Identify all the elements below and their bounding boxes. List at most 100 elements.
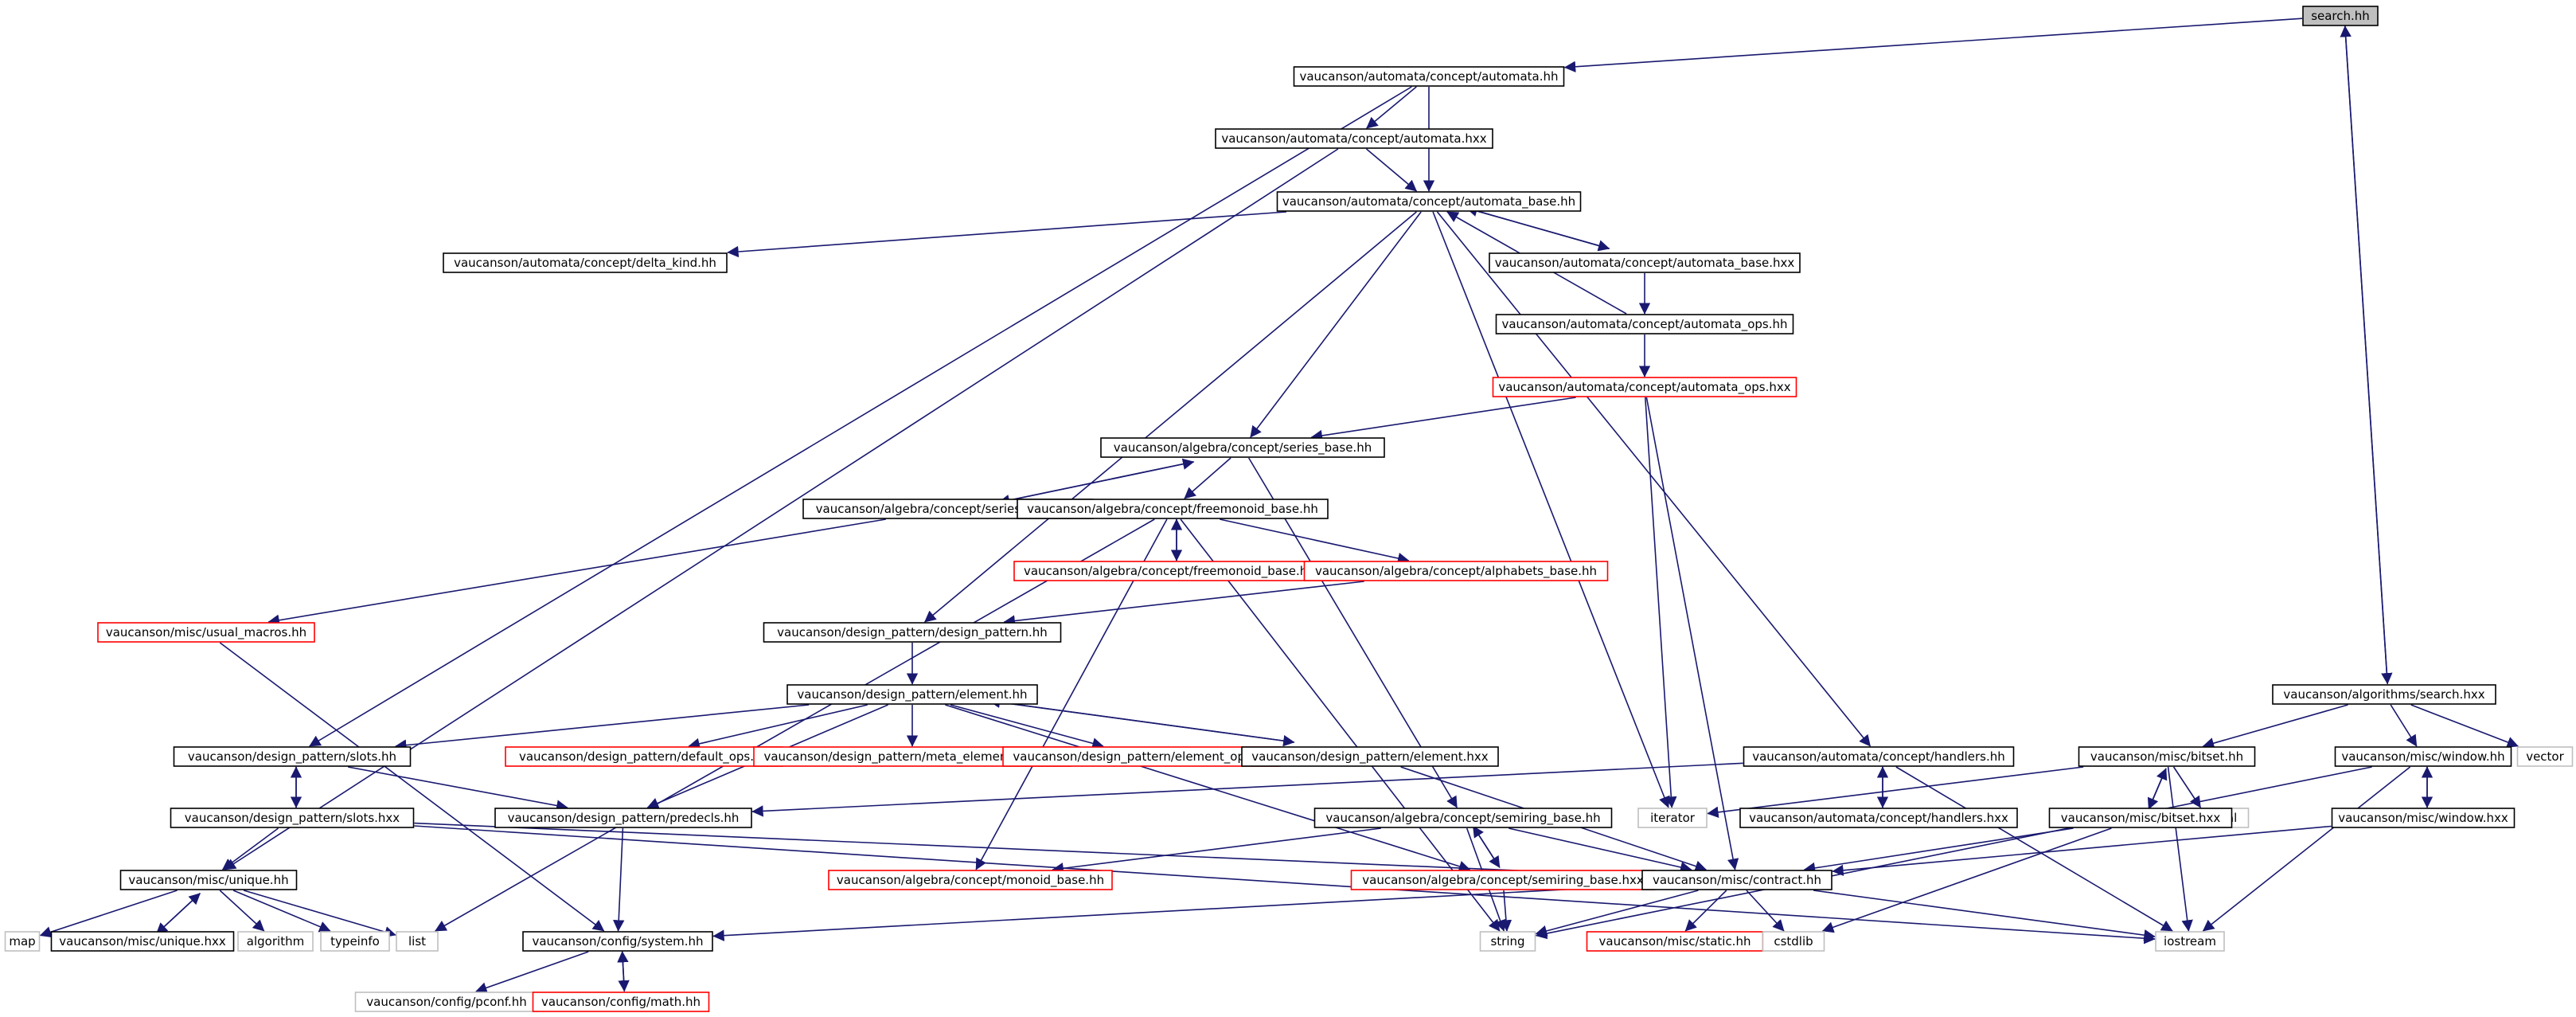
edge-vaucanson-algebra-concept-series-base-hh-to-vaucanson-algebra-concept-freemonoid-base-hh xyxy=(1184,457,1231,499)
edge-vaucanson-misc-unique-hh-to-typeinfo xyxy=(232,890,331,933)
node-box xyxy=(97,622,315,643)
node-vaucanson-algebra-concept-alphabets-base-hh[interactable]: vaucanson/algebra/concept/alphabets_base… xyxy=(1303,561,1609,581)
node-vaucanson-config-pconf-hh: vaucanson/config/pconf.hh xyxy=(354,992,539,1012)
node-vaucanson-automata-concept-automata-hxx[interactable]: vaucanson/automata/concept/automata.hxx xyxy=(1215,128,1493,149)
node-vaucanson-automata-concept-automata-hh[interactable]: vaucanson/automata/concept/automata.hh xyxy=(1293,66,1565,87)
edge-vaucanson-misc-contract-hh-to-vaucanson-config-system-hh xyxy=(712,884,1642,941)
edge-vaucanson-misc-bitset-hh-to-functional xyxy=(2172,766,2202,808)
edge-vaucanson-automata-concept-automata-hh-to-vaucanson-design-pattern-slots-hh xyxy=(309,86,1412,747)
node-vaucanson-misc-bitset-hxx[interactable]: vaucanson/misc/bitset.hxx xyxy=(2048,808,2233,828)
node-label: vaucanson/design_pattern/slots.hxx xyxy=(185,811,400,826)
node-vaucanson-design-pattern-predecls-hh[interactable]: vaucanson/design_pattern/predecls.hh xyxy=(494,808,752,828)
node-label: vaucanson/design_pattern/element.hxx xyxy=(1251,749,1489,765)
node-vaucanson-design-pattern-default-ops-hh[interactable]: vaucanson/design_pattern/default_ops.hh xyxy=(505,746,783,767)
node-label: vaucanson/automata/concept/automata_ops.… xyxy=(1501,317,1787,332)
node-list: list xyxy=(396,931,439,952)
node-vaucanson-algebra-concept-semiring-base-hh[interactable]: vaucanson/algebra/concept/semiring_base.… xyxy=(1313,808,1613,828)
node-vaucanson-automata-concept-handlers-hh[interactable]: vaucanson/automata/concept/handlers.hh xyxy=(1743,746,2015,767)
edge-vaucanson-design-pattern-element-hxx-to-vaucanson-design-pattern-element-hh xyxy=(988,696,1294,743)
node-vaucanson-misc-window-hh[interactable]: vaucanson/misc/window.hh xyxy=(2334,746,2512,767)
edge-vaucanson-misc-contract-hh-to-vaucanson-misc-static-hh xyxy=(1684,890,1727,932)
node-vaucanson-misc-unique-hh[interactable]: vaucanson/misc/unique.hh xyxy=(119,870,298,890)
node-search-hh[interactable]: search.hh xyxy=(2302,6,2379,26)
node-vaucanson-design-pattern-slots-hh[interactable]: vaucanson/design_pattern/slots.hh xyxy=(173,746,412,767)
node-box xyxy=(2516,746,2574,767)
edge-vaucanson-misc-window-hh-to-string xyxy=(1535,766,2372,940)
node-vaucanson-config-math-hh[interactable]: vaucanson/config/math.hh xyxy=(532,992,710,1012)
edge-vaucanson-algorithms-search-hxx-to-search-hh xyxy=(2340,25,2388,684)
node-box xyxy=(2272,684,2496,705)
node-label: vaucanson/design_pattern/meta_element_ro… xyxy=(763,749,1060,765)
node-label: vaucanson/algebra/concept/alphabets_base… xyxy=(1315,564,1597,579)
edge-vaucanson-algebra-concept-semiring-base-hxx-to-string xyxy=(1500,890,1512,932)
edge-search-hh-to-vaucanson-automata-concept-automata-hh xyxy=(1563,18,2303,72)
node-vaucanson-config-system-hh[interactable]: vaucanson/config/system.hh xyxy=(522,931,713,952)
node-vaucanson-design-pattern-design-pattern-hh[interactable]: vaucanson/design_pattern/design_pattern.… xyxy=(763,622,1062,643)
edge-vaucanson-automata-concept-automata-ops-hxx-to-vaucanson-misc-contract-hh xyxy=(1645,397,1739,870)
node-box xyxy=(1350,870,1656,890)
node-vaucanson-automata-concept-handlers-hxx[interactable]: vaucanson/automata/concept/handlers.hxx xyxy=(1739,808,2018,828)
edge-vaucanson-algebra-concept-freemonoid-base-hh-to-list xyxy=(435,518,1155,932)
node-label: vaucanson/misc/unique.hh xyxy=(128,873,288,887)
node-vector: vector xyxy=(2516,746,2574,767)
node-label: typeinfo xyxy=(330,934,380,949)
node-vaucanson-misc-window-hxx[interactable]: vaucanson/misc/window.hxx xyxy=(2331,808,2516,828)
node-box xyxy=(1293,66,1565,87)
node-vaucanson-automata-concept-delta-kind-hh[interactable]: vaucanson/automata/concept/delta_kind.hh xyxy=(443,252,728,273)
edge-vaucanson-design-pattern-element-hh-to-vaucanson-design-pattern-slots-hh xyxy=(395,704,810,751)
node-vaucanson-design-pattern-slots-hxx[interactable]: vaucanson/design_pattern/slots.hxx xyxy=(170,808,415,828)
node-vaucanson-misc-unique-hxx[interactable]: vaucanson/misc/unique.hxx xyxy=(50,931,235,952)
node-vaucanson-automata-concept-automata-ops-hxx[interactable]: vaucanson/automata/concept/automata_ops.… xyxy=(1492,377,1797,397)
node-box xyxy=(173,746,412,767)
node-vaucanson-algebra-concept-freemonoid-base-hh[interactable]: vaucanson/algebra/concept/freemonoid_bas… xyxy=(1017,499,1329,519)
edge-vaucanson-automata-concept-automata-base-hh-to-iterator xyxy=(1432,211,1670,808)
edge-vaucanson-misc-window-hxx-to-vaucanson-misc-contract-hh xyxy=(1832,825,2332,877)
edge-vaucanson-design-pattern-slots-hh-to-vaucanson-design-pattern-predecls-hh xyxy=(348,766,568,812)
node-vaucanson-misc-contract-hh[interactable]: vaucanson/misc/contract.hh xyxy=(1641,870,1832,890)
edge-vaucanson-automata-concept-automata-base-hh-to-vaucanson-algebra-concept-series-base-hh xyxy=(1250,211,1422,438)
node-typeinfo: typeinfo xyxy=(320,931,390,952)
node-label: algorithm xyxy=(247,934,304,949)
node-algorithm: algorithm xyxy=(237,931,314,952)
node-vaucanson-algorithms-search-hxx[interactable]: vaucanson/algorithms/search.hxx xyxy=(2272,684,2496,705)
node-vaucanson-algebra-concept-freemonoid-base-hxx[interactable]: vaucanson/algebra/concept/freemonoid_bas… xyxy=(1013,561,1332,581)
node-box xyxy=(320,931,390,952)
edge-vaucanson-algebra-concept-freemonoid-base-hh-to-vaucanson-algebra-concept-alphabets-base-hh xyxy=(1220,518,1410,565)
node-vaucanson-automata-concept-automata-base-hxx[interactable]: vaucanson/automata/concept/automata_base… xyxy=(1489,252,1801,273)
node-label: cstdlib xyxy=(1774,934,1813,949)
node-box xyxy=(354,992,539,1012)
edge-vaucanson-misc-bitset-hxx-to-vaucanson-misc-bitset-hh xyxy=(2148,768,2168,810)
node-label: list xyxy=(408,934,426,949)
node-vaucanson-automata-concept-automata-ops-hh[interactable]: vaucanson/automata/concept/automata_ops.… xyxy=(1495,314,1794,334)
node-vaucanson-automata-concept-automata-base-hh[interactable]: vaucanson/automata/concept/automata_base… xyxy=(1276,191,1582,212)
node-vaucanson-misc-static-hh[interactable]: vaucanson/misc/static.hh xyxy=(1586,931,1764,952)
node-box xyxy=(1739,808,2018,828)
edge-vaucanson-misc-contract-hh-to-iostream xyxy=(1813,890,2156,941)
node-box xyxy=(1489,252,1801,273)
node-box xyxy=(2155,931,2225,952)
node-label: vaucanson/automata/concept/automata.hxx xyxy=(1221,131,1486,146)
edge-vaucanson-misc-window-hh-to-iostream xyxy=(2202,766,2411,932)
edge-vaucanson-algorithms-search-hxx-to-vaucanson-misc-window-hh xyxy=(2390,704,2418,747)
node-vaucanson-misc-usual-macros-hh[interactable]: vaucanson/misc/usual_macros.hh xyxy=(97,622,315,643)
node-box xyxy=(1743,746,2015,767)
node-box xyxy=(1100,437,1385,458)
node-box xyxy=(2331,808,2516,828)
node-box xyxy=(1313,808,1613,828)
node-vaucanson-algebra-concept-monoid-base-hh[interactable]: vaucanson/algebra/concept/monoid_base.hh xyxy=(828,870,1113,890)
node-vaucanson-algebra-concept-semiring-base-hxx[interactable]: vaucanson/algebra/concept/semiring_base.… xyxy=(1350,870,1656,890)
node-label: vaucanson/algebra/concept/freemonoid_bas… xyxy=(1024,564,1321,579)
node-vaucanson-algebra-concept-series-base-hh[interactable]: vaucanson/algebra/concept/series_base.hh xyxy=(1100,437,1385,458)
edge-vaucanson-algebra-concept-series-base-hxx-to-vaucanson-algebra-concept-series-base-hh xyxy=(998,458,1195,503)
edge-vaucanson-automata-concept-automata-hh-to-vaucanson-automata-concept-automata-hxx xyxy=(1366,86,1417,129)
node-vaucanson-design-pattern-element-hxx[interactable]: vaucanson/design_pattern/element.hxx xyxy=(1241,746,1499,767)
node-vaucanson-design-pattern-element-ops-hh[interactable]: vaucanson/design_pattern/element_ops.hh xyxy=(1002,746,1281,767)
node-label: iterator xyxy=(1650,811,1696,825)
node-vaucanson-design-pattern-element-hh[interactable]: vaucanson/design_pattern/element.hh xyxy=(786,684,1038,705)
edge-vaucanson-misc-usual-macros-hh-to-vaucanson-config-system-hh xyxy=(219,642,605,932)
node-vaucanson-misc-bitset-hh[interactable]: vaucanson/misc/bitset.hh xyxy=(2078,746,2256,767)
edge-vaucanson-misc-contract-hh-to-cstdlib xyxy=(1746,890,1785,932)
edge-vaucanson-algebra-concept-semiring-base-hh-to-vaucanson-misc-contract-hh xyxy=(1509,827,1692,873)
node-box xyxy=(828,870,1113,890)
